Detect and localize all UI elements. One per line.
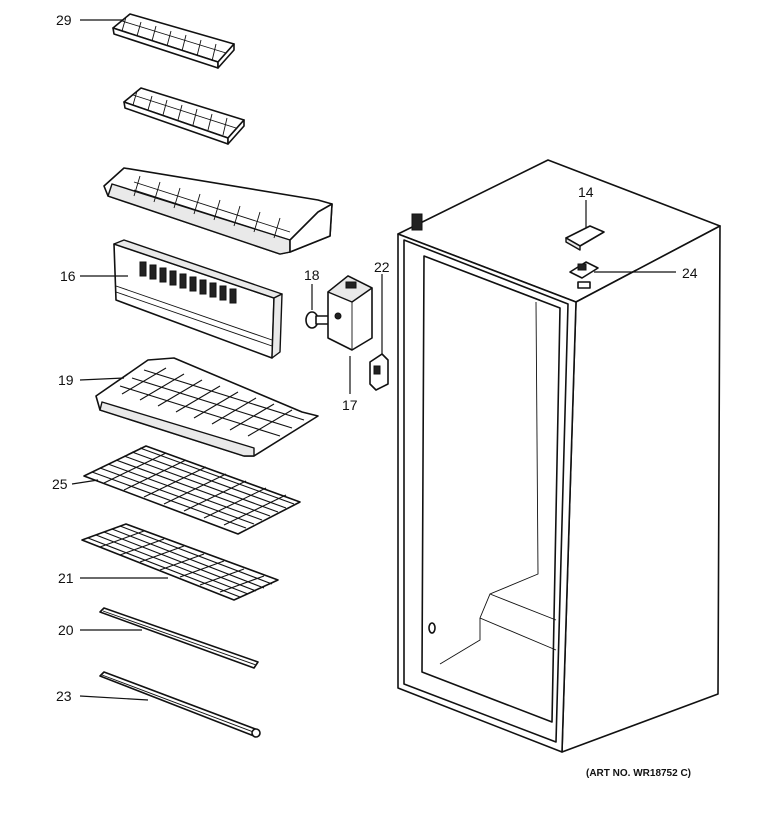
ice-tray-upper — [112, 13, 235, 69]
callout-20: 20 — [58, 622, 74, 638]
callout-22: 22 — [374, 259, 390, 275]
callout-18: 18 — [304, 267, 320, 283]
callout-17: 17 — [342, 397, 358, 413]
callout-23: 23 — [56, 688, 72, 704]
light-cover — [565, 225, 605, 251]
callout-21: 21 — [58, 570, 74, 586]
rail-20 — [99, 607, 259, 669]
panel-vents — [139, 261, 237, 304]
callout-14: 14 — [578, 184, 594, 200]
cabinet — [397, 159, 721, 753]
rod-23 — [99, 671, 261, 738]
leader-lines — [71, 19, 676, 701]
ice-tray-lower — [123, 87, 245, 145]
freezer-panel — [113, 239, 283, 359]
wire-shelf-upper — [83, 445, 301, 535]
callout-24: 24 — [682, 265, 698, 281]
ice-bin — [103, 167, 333, 255]
light-socket — [569, 261, 599, 289]
callout-29: 29 — [56, 12, 72, 28]
art-number: (ART NO. WR18752 C) — [586, 768, 691, 779]
callout-19: 19 — [58, 372, 74, 388]
control-knob — [305, 311, 331, 329]
callout-25: 25 — [52, 476, 68, 492]
wire-shelf-lower — [81, 523, 279, 601]
thermostat-housing — [327, 275, 373, 351]
cabinet-hinge — [411, 213, 423, 231]
callout-16: 16 — [60, 268, 76, 284]
light-switch — [369, 353, 389, 391]
basket-shelf — [95, 357, 319, 457]
